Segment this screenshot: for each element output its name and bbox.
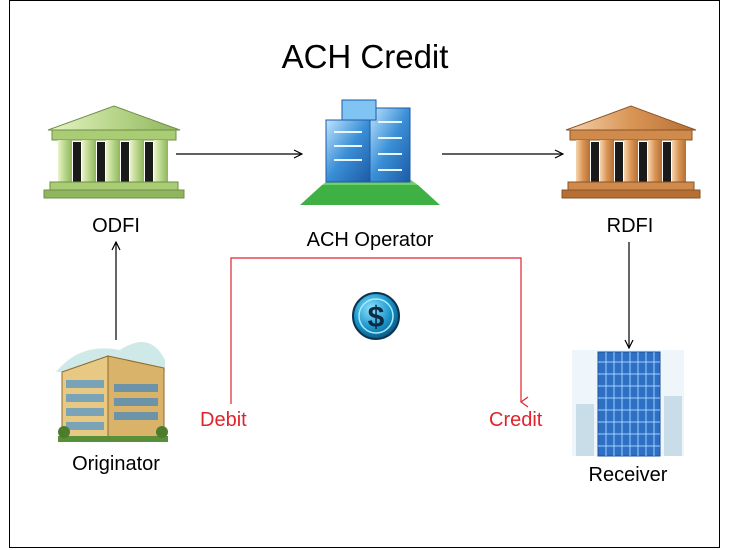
money-flow-line (230, 257, 521, 404)
odfi-bank-icon (43, 105, 185, 199)
receiver-skyscraper-icon (572, 350, 684, 457)
dollar-coin-icon: $ (352, 292, 400, 340)
svg-text:$: $ (368, 301, 385, 334)
ach-operator-label: ACH Operator (306, 229, 434, 251)
debit-label: Debit (200, 409, 247, 431)
originator-company-building-icon (56, 342, 168, 442)
rdfi-bank-icon (561, 105, 701, 199)
receiver-label: Receiver (588, 464, 668, 486)
originator-label: Originator (72, 453, 160, 475)
odfi-label: ODFI (92, 215, 140, 237)
ach-operator-building-icon (300, 99, 440, 205)
diagram-title: ACH Credit (281, 38, 449, 75)
credit-label: Credit (489, 409, 543, 431)
rdfi-label: RDFI (606, 215, 654, 237)
